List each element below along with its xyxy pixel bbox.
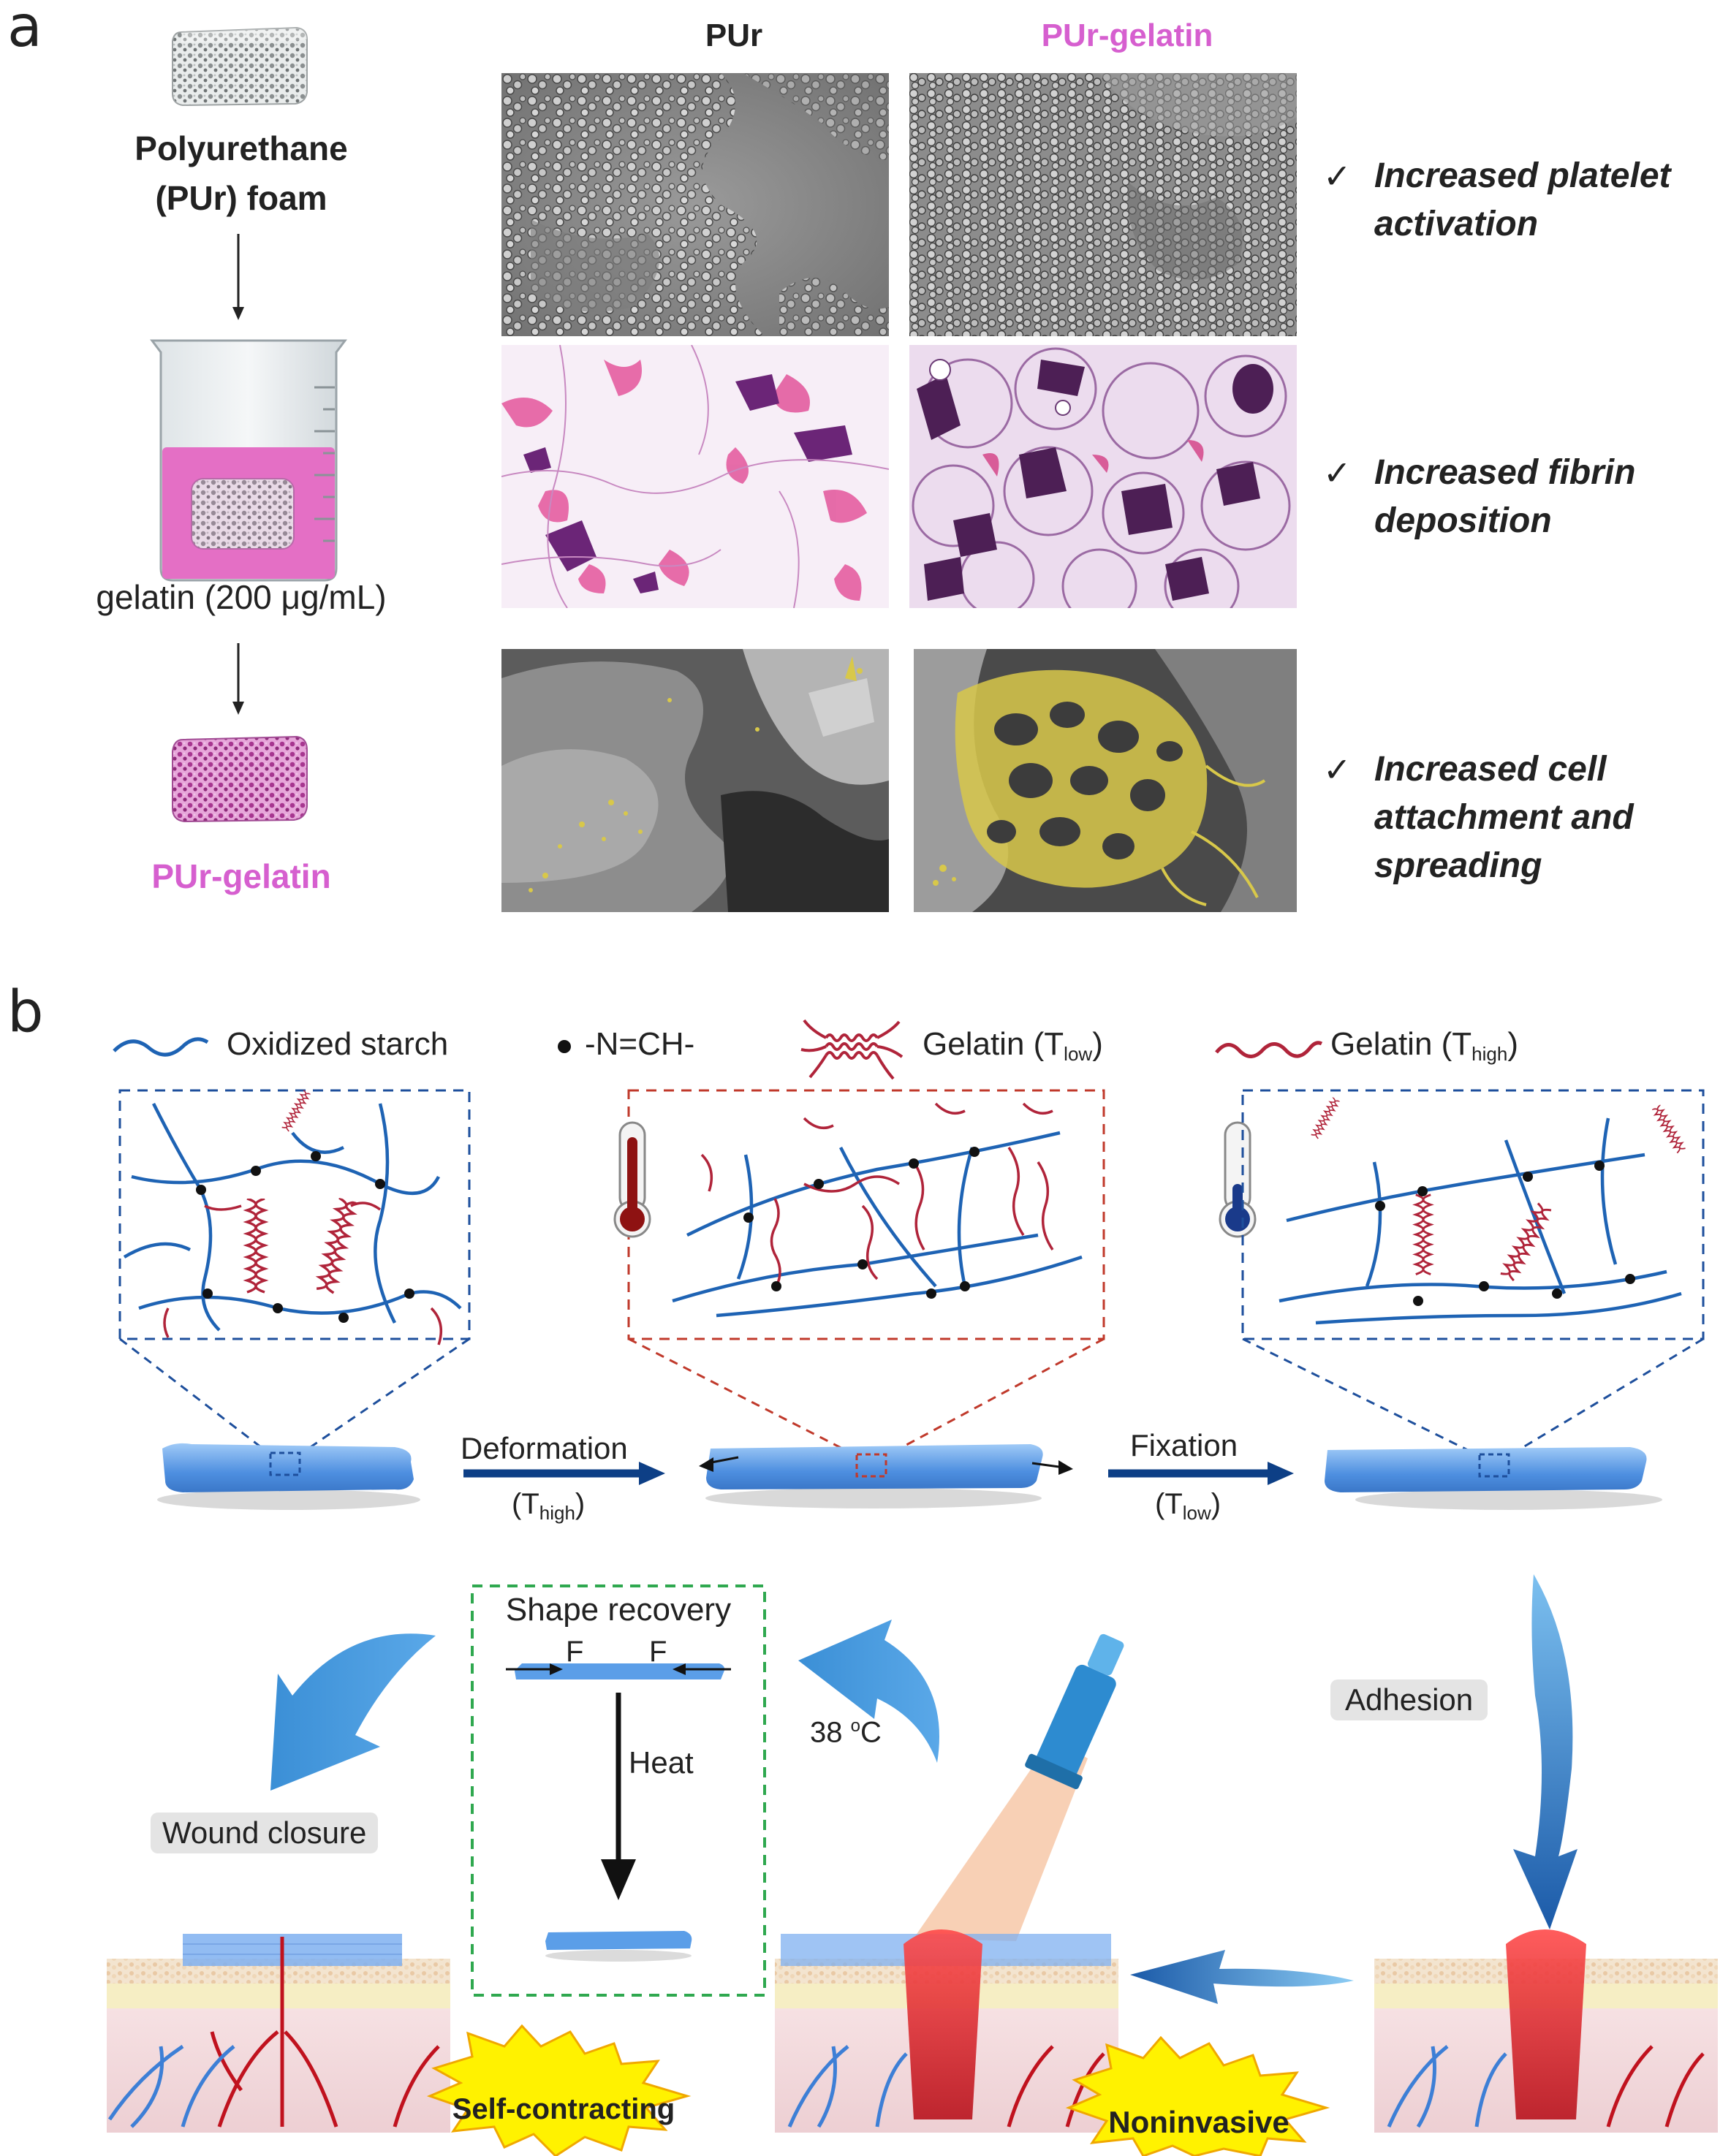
heat-label: Heat bbox=[629, 1745, 694, 1780]
legend-gelatin-low-main: Gelatin (T bbox=[923, 1026, 1064, 1062]
gelatin-helix-icon bbox=[800, 1019, 904, 1080]
deformation-temperature: (Thigh) bbox=[512, 1488, 585, 1525]
pur-gelatin-label: PUr-gelatin bbox=[151, 857, 331, 895]
starch-legend-icon bbox=[113, 1037, 209, 1057]
histology-image-pur bbox=[501, 345, 889, 608]
histology-image-pur-gelatin bbox=[909, 345, 1297, 608]
check-icon: ✓ bbox=[1323, 751, 1352, 789]
gelatin-coil-icon bbox=[1215, 1041, 1323, 1058]
gelatin-solution-label: gelatin (200 μg/mL) bbox=[96, 578, 387, 616]
column-header-pur: PUr bbox=[705, 18, 763, 53]
down-arrow-1 bbox=[232, 234, 244, 320]
force-label-right: F bbox=[649, 1636, 667, 1668]
shape-recovery-label: Shape recovery bbox=[505, 1592, 732, 1628]
down-arrow-2 bbox=[232, 643, 244, 715]
legend-paren: ) bbox=[1507, 1026, 1518, 1062]
temperature-label: 38 oC bbox=[810, 1716, 882, 1749]
adhesion-arrow bbox=[1513, 1574, 1577, 1929]
beaker-icon bbox=[150, 339, 347, 582]
t-low-sub: low bbox=[1182, 1502, 1211, 1524]
adhesion-label: Adhesion bbox=[1330, 1679, 1488, 1720]
closure-curve-arrow bbox=[270, 1633, 436, 1791]
network-box-deformed bbox=[627, 1089, 1105, 1340]
finding-platelet-activation: ✓ Increased platelet activation bbox=[1323, 152, 1731, 254]
skin-block-adhered bbox=[1374, 1929, 1718, 2133]
pur-foam-block bbox=[172, 26, 308, 107]
network-box-fixed bbox=[1241, 1089, 1705, 1340]
sem-image-pur-gelatin-platelets bbox=[909, 73, 1297, 336]
legend-starch: Oxidized starch bbox=[227, 1026, 449, 1062]
fixation-arrow bbox=[1108, 1462, 1294, 1485]
finding-line: Increased platelet bbox=[1374, 156, 1671, 195]
film-fixed bbox=[1325, 1447, 1662, 1510]
deformation-label: Deformation bbox=[461, 1431, 628, 1465]
finding-fibrin-deposition: ✓ Increased fibrin deposition bbox=[1323, 449, 1731, 551]
check-icon: ✓ bbox=[1323, 454, 1352, 492]
finding-line: deposition bbox=[1374, 501, 1552, 540]
finding-line: activation bbox=[1374, 205, 1539, 243]
fixation-temperature: (Tlow) bbox=[1155, 1488, 1221, 1525]
finding-line: spreading bbox=[1374, 846, 1542, 885]
legend-paren: ) bbox=[1092, 1026, 1103, 1062]
self-contracting-label: Self-contracting bbox=[452, 2093, 675, 2125]
fixation-label: Fixation bbox=[1130, 1428, 1238, 1462]
deformation-arrow bbox=[463, 1462, 665, 1485]
legend-gelatin-high-main: Gelatin (T bbox=[1330, 1026, 1472, 1062]
network-box-initial bbox=[118, 1088, 471, 1345]
legend-gelatin-high-sub: high bbox=[1471, 1043, 1508, 1065]
temp-main: 38 bbox=[810, 1716, 851, 1749]
paren: ) bbox=[575, 1488, 586, 1520]
legend-gelatin-high: Gelatin (Thigh) bbox=[1330, 1026, 1518, 1066]
wound-closure-label: Wound closure bbox=[151, 1813, 379, 1853]
film-initial bbox=[157, 1443, 420, 1510]
finding-line: Increased cell bbox=[1374, 750, 1607, 789]
force-label-left: F bbox=[566, 1636, 584, 1668]
legend-gelatin-low-sub: low bbox=[1064, 1043, 1093, 1065]
sem-image-pur-gelatin-cells bbox=[914, 649, 1297, 912]
self-contracting-burst bbox=[426, 2024, 692, 2156]
shape-recovery-box bbox=[471, 1584, 766, 1997]
sem-image-pur-platelets bbox=[501, 73, 889, 336]
light-source-icon bbox=[914, 1633, 1124, 1941]
paren: ) bbox=[1211, 1488, 1221, 1520]
legend-imine: -N=CH- bbox=[585, 1026, 695, 1062]
wound-process-schematic bbox=[107, 1574, 1718, 2156]
pur-gelatin-block bbox=[172, 735, 308, 823]
t-main: (T bbox=[1155, 1488, 1183, 1520]
panel-a-letter: a bbox=[7, 0, 42, 60]
sem-image-pur-cells bbox=[501, 649, 889, 912]
finding-line: attachment and bbox=[1374, 798, 1634, 837]
noninvasive-label: Noninvasive bbox=[1108, 2105, 1289, 2139]
finding-cell-attachment: ✓ Increased cell attachment and spreadin… bbox=[1323, 745, 1731, 899]
foam-label-line1: Polyurethane bbox=[135, 129, 348, 167]
thermometer-cold-icon bbox=[1219, 1121, 1257, 1238]
column-header-pur-gelatin: PUr-gelatin bbox=[1041, 18, 1213, 53]
imine-dot-icon bbox=[558, 1040, 571, 1053]
temp-unit: C bbox=[860, 1716, 882, 1749]
check-icon: ✓ bbox=[1323, 157, 1352, 195]
t-main: (T bbox=[512, 1488, 539, 1520]
transfer-arrow bbox=[1130, 1950, 1354, 2004]
skin-block-closed bbox=[107, 1934, 450, 2133]
heating-curve-arrow bbox=[798, 1620, 939, 1763]
noninvasive-burst bbox=[1065, 2035, 1330, 2156]
panel-b-letter: b bbox=[7, 979, 44, 1045]
legend-gelatin-low: Gelatin (Tlow) bbox=[923, 1026, 1103, 1066]
network-schematic bbox=[118, 1088, 1705, 1510]
skin-block-heating bbox=[775, 1929, 1118, 2133]
film-deformed bbox=[699, 1444, 1073, 1508]
temp-sup: o bbox=[850, 1716, 860, 1736]
foam-label-line2: (PUr) foam bbox=[155, 179, 327, 217]
thermometer-hot-icon bbox=[613, 1121, 651, 1238]
t-high-sub: high bbox=[539, 1502, 575, 1524]
finding-line: Increased fibrin bbox=[1374, 453, 1636, 492]
